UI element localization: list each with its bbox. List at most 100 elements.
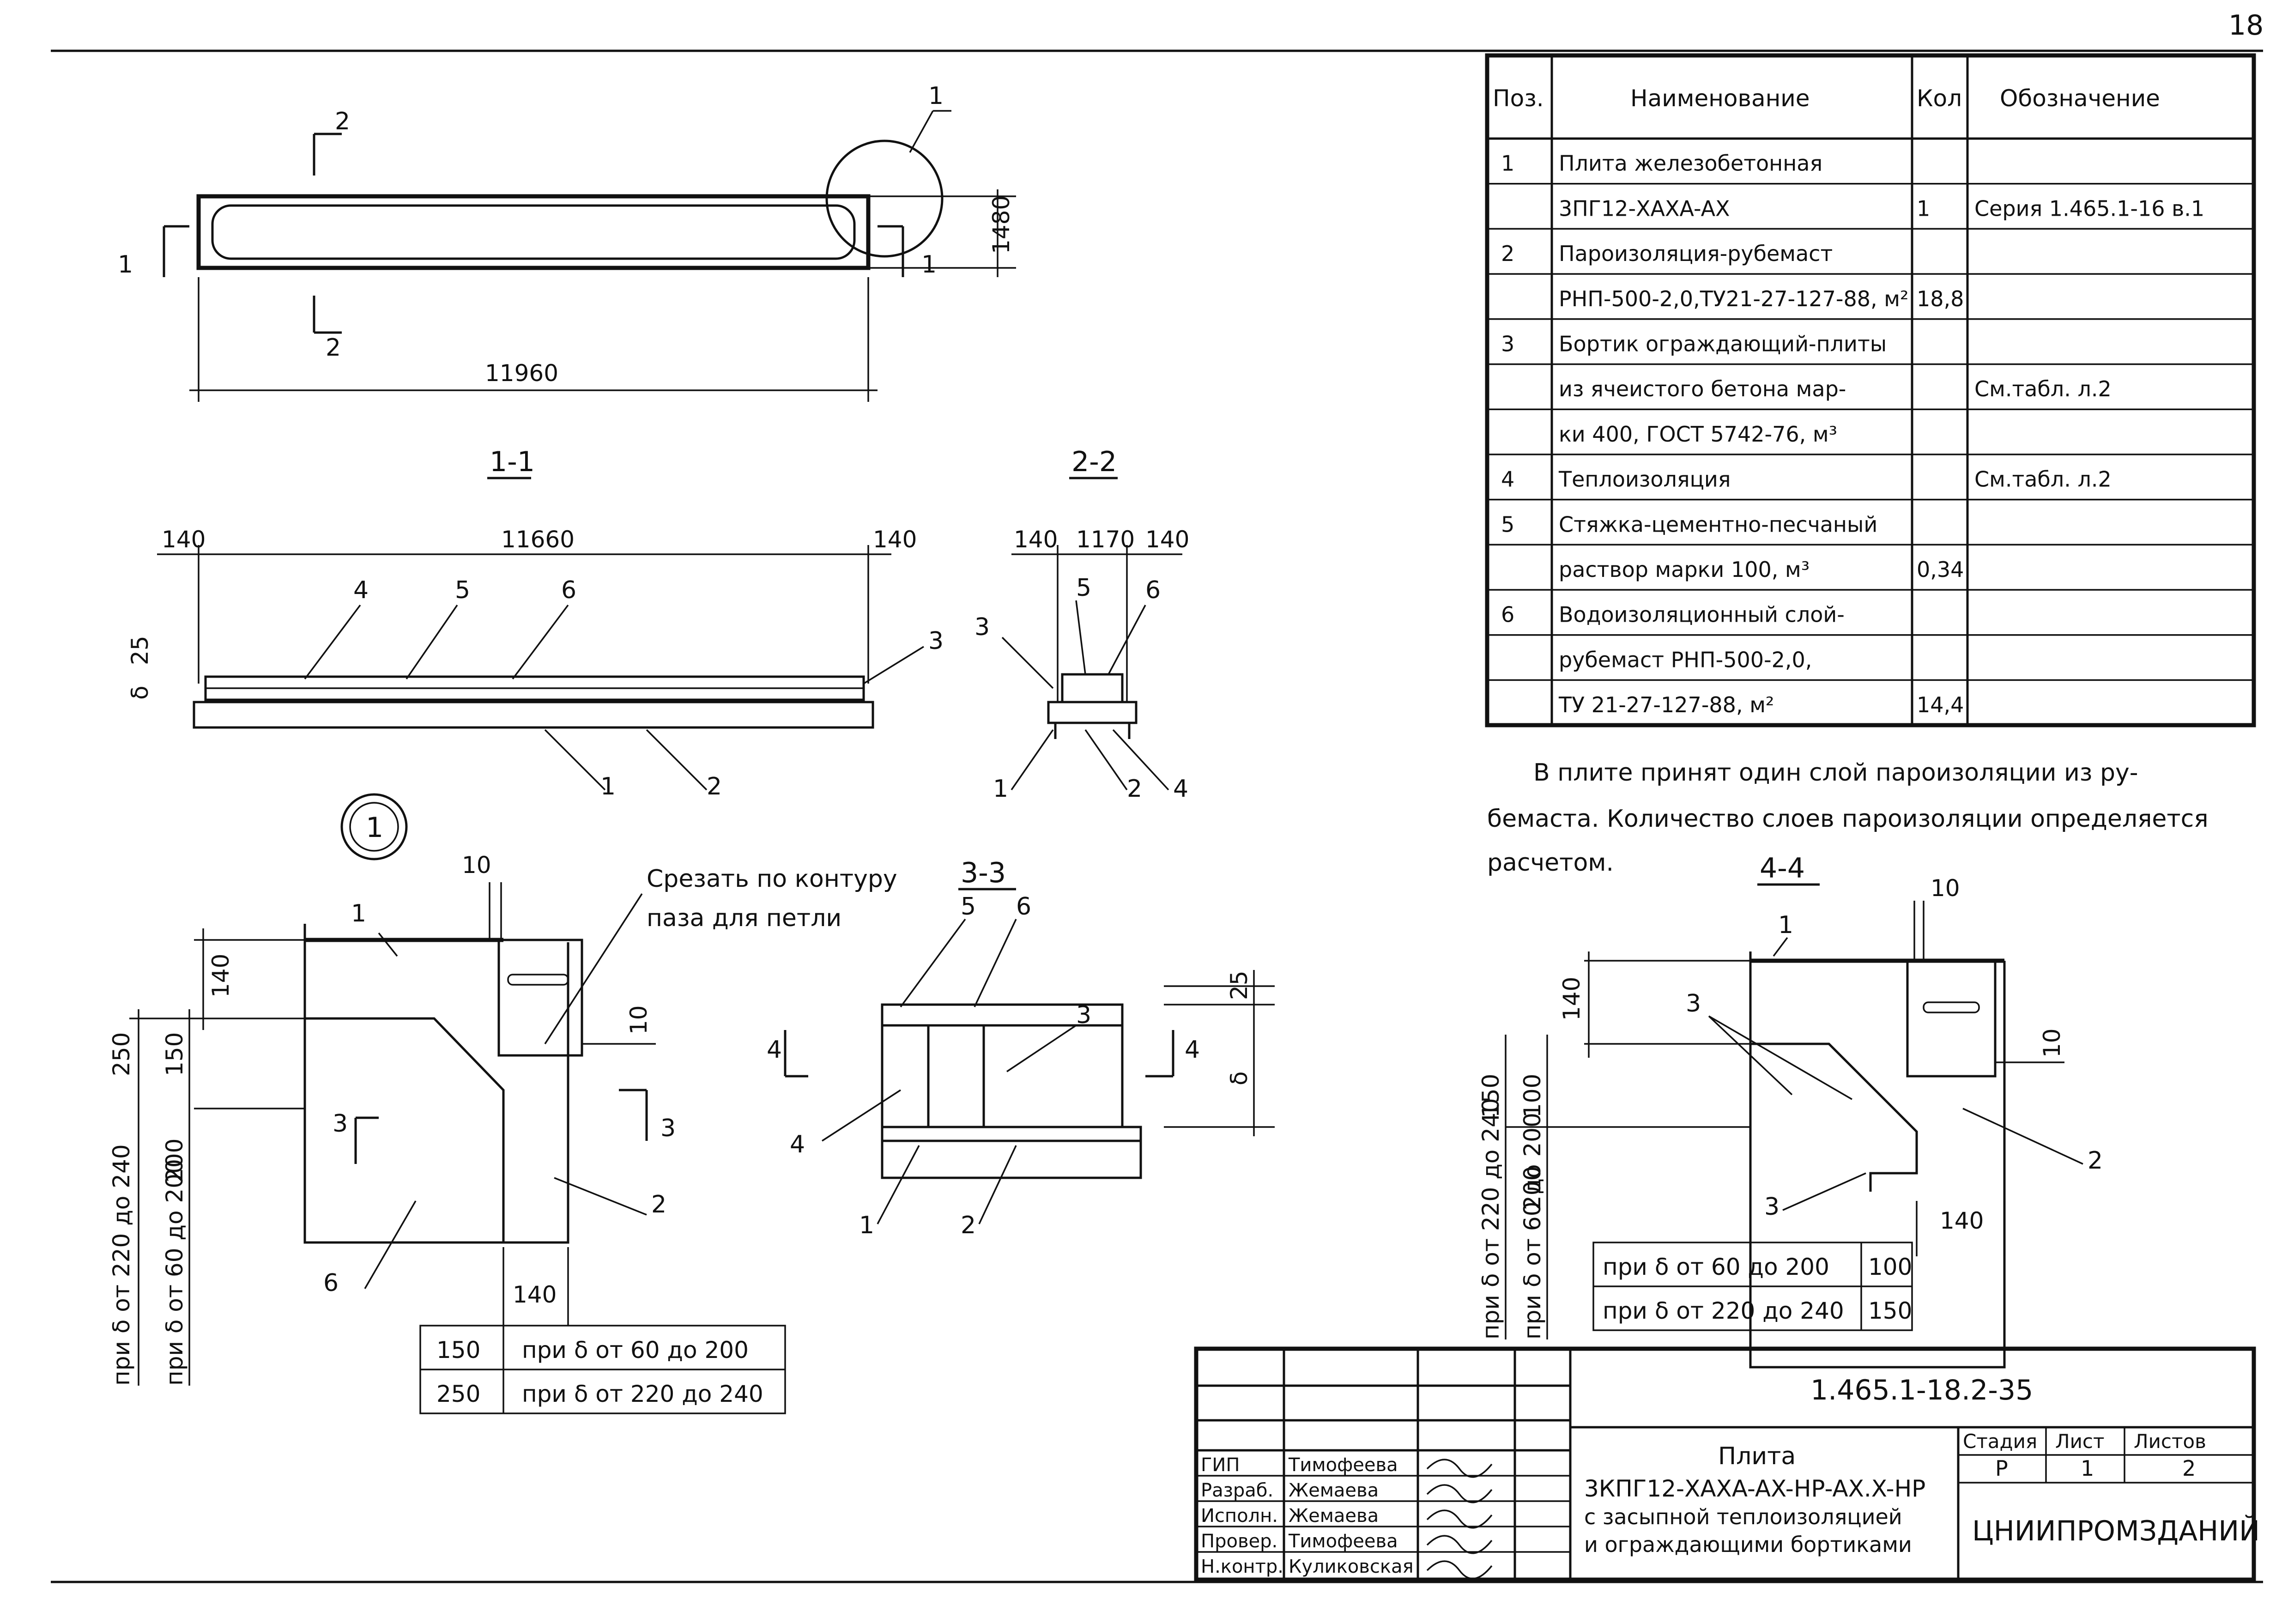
section-4-4: 4-4 140 150 100 200 при δ от 220 до 240 … — [1477, 852, 2103, 1369]
s44-dim-10-top: 10 — [1931, 875, 1960, 902]
section-1-1-screed: 25 — [127, 636, 153, 665]
d1-variant-text-2: при δ от 220 до 240 — [522, 1381, 763, 1407]
cut1-right-label: 1 — [921, 251, 937, 279]
s22-dim-mid: 1170 — [1076, 526, 1135, 553]
d1-variant-value-1: 150 — [436, 1337, 480, 1363]
section-1-1: 1-1 140 11660 140 δ 25 4 5 6 3 1 2 — [127, 446, 944, 800]
s33-pos-3: 3 — [1076, 1001, 1091, 1029]
title-name-4: и ограждающими бортиками — [1584, 1532, 1912, 1557]
detail-callout-circle — [825, 139, 944, 258]
section-2-2: 2-2 140 1170 140 3 5 6 1 2 4 — [974, 446, 1189, 803]
s33-cut-left: 4 — [767, 1036, 782, 1064]
s44-side-label-2: при δ от 60 до 200 — [1519, 1113, 1546, 1339]
title-sheets-header: Листов — [2134, 1430, 2206, 1453]
title-person-4: Куликовская — [1289, 1556, 1414, 1577]
spec-cell-r1-c3: Серия 1.465.1-16 в.1 — [1974, 196, 2204, 221]
section-3-3: 3-3 25 δ 4 4 5 6 3 4 1 2 — [767, 857, 1275, 1239]
s33-pos-2: 2 — [961, 1212, 976, 1239]
spec-header-name: Наименование — [1630, 85, 1810, 112]
d1-dim-140: 140 — [207, 954, 234, 998]
plan-slab-inner — [211, 204, 856, 260]
cut2-bottom-label: 2 — [326, 334, 341, 362]
title-name-2: 3КПГ12-XAXA-AX-HP-AX.X-HP — [1584, 1475, 1925, 1502]
spec-cell-r8-c1: Стяжка-цементно-песчаный — [1559, 512, 1877, 537]
section-1-1-span-dim: 11660 — [501, 526, 575, 553]
s33-pos-5: 5 — [961, 893, 976, 921]
title-block-code: 1.465.1-18.2-35 — [1810, 1374, 2033, 1406]
spec-cell-r3-c2: 18,8 — [1917, 286, 1964, 311]
callout-number: 1 — [928, 82, 944, 110]
title-role-3: Провер. — [1201, 1531, 1277, 1552]
s33-board — [927, 1024, 1124, 1128]
s44-variant-value-2: 150 — [1868, 1297, 1912, 1324]
d1-side-label-1: при δ от 220 до 240 — [108, 1144, 135, 1386]
s44-dim-140-bottom: 140 — [1940, 1207, 1984, 1234]
title-role-0: ГИП — [1201, 1454, 1240, 1476]
d1-dim-10-side: 10 — [625, 1005, 652, 1035]
title-organization: ЦНИИПРОМЗДАНИЙ — [1972, 1514, 2260, 1547]
spec-cell-r10-c1: Водоизоляционный слой- — [1559, 602, 1845, 627]
d1-side-label-2: при δ от 60 до 200 — [161, 1159, 188, 1386]
s22-pos-6: 6 — [1145, 576, 1161, 604]
title-sheet-header: Лист — [2055, 1430, 2104, 1453]
section-1-1-left-dim: 140 — [162, 526, 206, 553]
s11-pos-4: 4 — [353, 576, 369, 604]
d1-cut3-right: 3 — [660, 1115, 676, 1142]
spec-cell-r11-c1: рубемаст РНП-500-2,0, — [1559, 647, 1812, 672]
s33-cut-right: 4 — [1185, 1036, 1200, 1064]
s44-pos-3-top: 3 — [1686, 990, 1701, 1018]
title-sheets: 2 — [2182, 1456, 2196, 1481]
detail-1: 1 140 250 150 200 при δ от 220 до 240 пр… — [108, 793, 897, 1414]
spec-cell-r7-c1: Теплоизоляция — [1558, 467, 1731, 492]
spec-header-pos: Поз. — [1493, 85, 1544, 112]
signature-4 — [1426, 1560, 1493, 1580]
s44-dim-140-left: 140 — [1558, 977, 1585, 1021]
plan-slab-outline — [196, 194, 871, 270]
spec-cell-r12-c1: ТУ 21-27-127-88, м² — [1558, 692, 1774, 717]
s44-pos-2: 2 — [2088, 1147, 2103, 1175]
section-1-1-delta: δ — [127, 685, 153, 700]
note-line-2: бемаста. Количество слоев пароизоляции о… — [1487, 805, 2209, 833]
spec-cell-r1-c1: 3ПГ12-XAXA-AX — [1559, 196, 1730, 221]
s33-pos-1: 1 — [859, 1212, 874, 1239]
s33-dim-25: 25 — [1226, 970, 1253, 1000]
section-4-4-title: 4-4 — [1760, 852, 1805, 885]
spec-cell-r2-c1: Пароизоляция-рубемаст — [1559, 241, 1833, 266]
spec-header-designation: Обозначение — [2000, 85, 2160, 112]
s22-pos-5: 5 — [1076, 574, 1091, 602]
d1-cut-note-1: Срезать по контуру — [647, 865, 897, 893]
signature-1 — [1426, 1484, 1493, 1503]
s33-pos-6: 6 — [1016, 893, 1031, 921]
signature-2 — [1426, 1509, 1493, 1529]
title-person-0: Тимофеева — [1288, 1454, 1398, 1476]
title-person-3: Тимофеева — [1288, 1531, 1398, 1552]
spec-cell-r5-c1: из ячеистого бетона мар- — [1559, 376, 1846, 401]
spec-cell-r12-c2: 14,4 — [1917, 692, 1964, 717]
spec-cell-r7-c0: 4 — [1501, 467, 1514, 492]
spec-cell-r8-c0: 5 — [1501, 512, 1514, 537]
callout-leader — [909, 110, 934, 153]
s33-dim-delta: δ — [1226, 1071, 1253, 1085]
spec-cell-r9-c2: 0,34 — [1917, 557, 1964, 582]
s44-side-label-1: при δ от 220 до 240 — [1477, 1098, 1504, 1339]
spec-cell-r10-c0: 6 — [1501, 602, 1514, 627]
s22-dim-right: 140 — [1145, 526, 1189, 553]
section-3-3-title: 3-3 — [961, 857, 1006, 889]
title-name-1: Плита — [1718, 1442, 1796, 1470]
s22-dim-left: 140 — [1014, 526, 1058, 553]
section-2-2-title: 2-2 — [1071, 446, 1117, 478]
s22-layers — [1061, 673, 1124, 703]
title-stage: Р — [1995, 1456, 2008, 1481]
s44-pos-1: 1 — [1778, 911, 1793, 939]
title-block: 1.465.1-18.2-35 Плита 3КПГ12-XAXA-AX-HP-… — [1194, 1346, 2260, 1582]
title-role-1: Разраб. — [1201, 1480, 1273, 1501]
title-stage-header: Стадия — [1963, 1430, 2037, 1453]
s22-pos-1: 1 — [993, 775, 1008, 803]
s44-variant-text-1: при δ от 60 до 200 — [1603, 1254, 1829, 1280]
s11-pos-1: 1 — [600, 773, 616, 800]
title-name-3: с засыпной теплоизоляцией — [1584, 1504, 1902, 1529]
detail-1-cut-contour — [305, 1017, 505, 1242]
d1-variant-value-2: 250 — [436, 1381, 480, 1407]
